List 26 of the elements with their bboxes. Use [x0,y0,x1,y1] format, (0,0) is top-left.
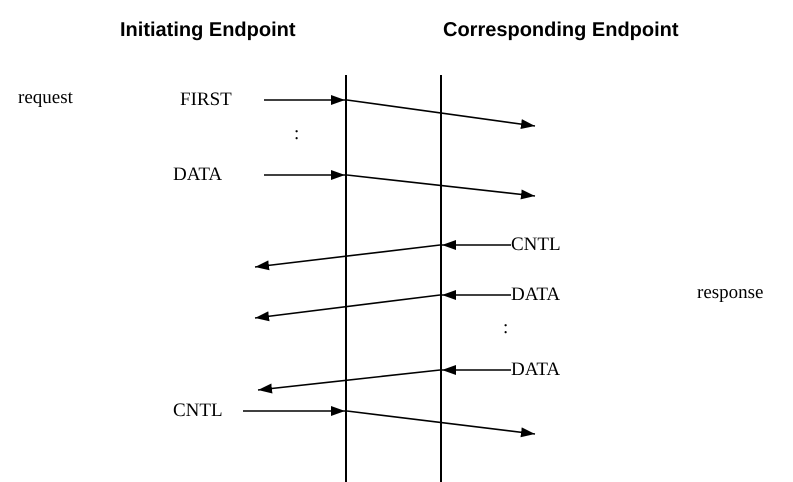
message-arrow [442,240,511,250]
message-arrow [258,369,440,394]
message-label: FIRST [180,90,264,110]
message-arrow [264,170,345,180]
message-label: DATA [511,285,571,305]
message-arrow [346,174,536,200]
lifeline-bar [440,75,442,482]
column-heading: Corresponding Endpoint [443,18,679,42]
lifeline-bar [345,75,347,482]
message-arrow [346,410,536,438]
message-label: DATA [511,360,571,380]
response-label: response [697,283,764,303]
message-label: CNTL [173,401,243,421]
continuation-dots: : [503,318,508,338]
message-arrow [254,244,440,270]
message-arrow [264,95,345,105]
message-arrow [442,365,511,375]
message-arrow [442,290,511,300]
column-heading: Initiating Endpoint [120,18,296,42]
message-label: CNTL [511,235,571,255]
message-arrow [243,406,345,416]
continuation-dots: : [294,124,300,144]
request-label: request [18,88,73,108]
message-label: DATA [173,165,264,185]
message-arrow [254,294,440,322]
message-arrow [346,99,536,130]
